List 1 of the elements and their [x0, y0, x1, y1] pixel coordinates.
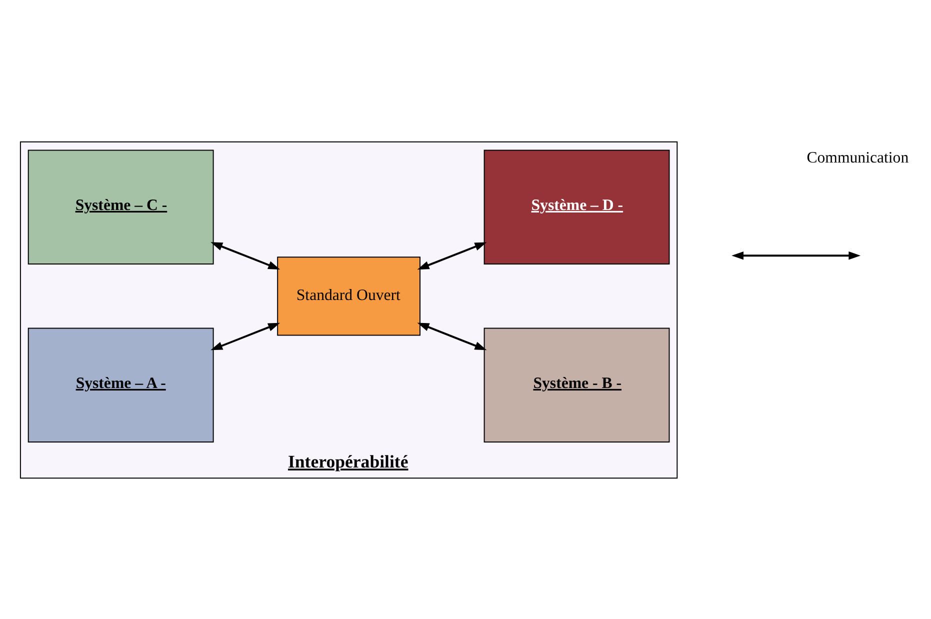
legend-label: Communication [806, 148, 909, 166]
